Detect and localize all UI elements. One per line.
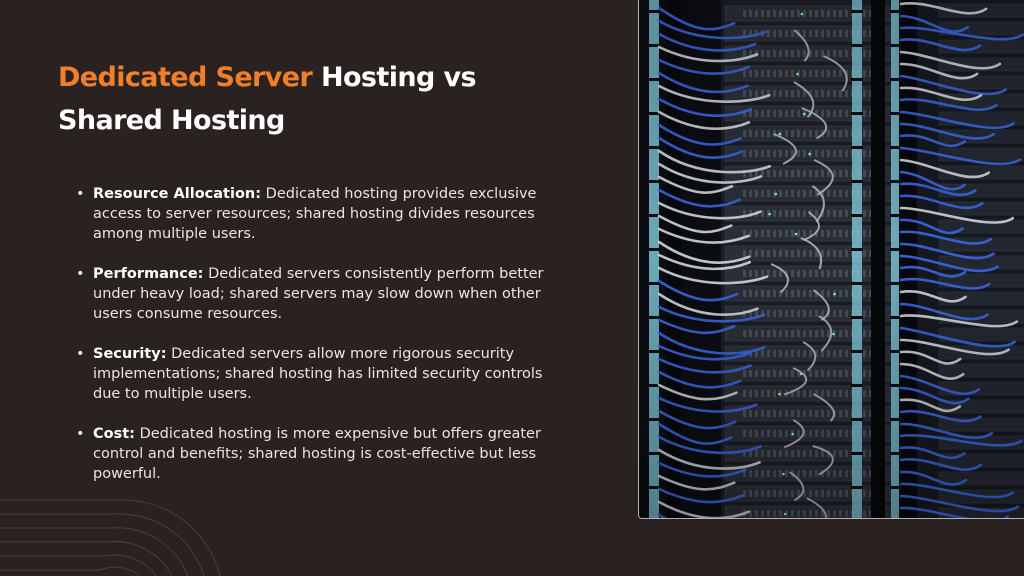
title-rest: Hosting vs Shared Hosting <box>58 62 477 136</box>
decorative-arcs <box>0 499 221 576</box>
server-rack-photo <box>638 0 1024 519</box>
bullet-item-performance: • Performance: Dedicated servers consiste… <box>76 264 556 324</box>
bullet-item-security: • Security: Dedicated servers allow more … <box>76 344 556 404</box>
bullet-dot: • <box>76 266 85 282</box>
bullet-term: Resource Allocation: <box>93 186 262 202</box>
bullet-text: Dedicated servers consistently perform b… <box>93 266 544 322</box>
bullet-text: Dedicated hosting provides exclusive acc… <box>93 186 537 242</box>
title-accent: Dedicated Server <box>58 62 313 93</box>
bullet-item-resource-allocation: • Resource Allocation: Dedicated hosting … <box>76 184 556 244</box>
photo-vignette <box>639 0 1024 518</box>
bullet-list: • Resource Allocation: Dedicated hosting … <box>76 184 556 504</box>
bullet-item-cost: • Cost: Dedicated hosting is more expensi… <box>76 424 556 484</box>
server-rack-illustration <box>639 0 1024 518</box>
bullet-term: Performance: <box>93 266 204 282</box>
bullet-term: Cost: <box>93 426 135 442</box>
bullet-dot: • <box>76 186 85 202</box>
bullet-text: Dedicated servers allow more rigorous se… <box>93 346 543 402</box>
bullet-term: Security: <box>93 346 167 362</box>
bullet-text: Dedicated hosting is more expensive but … <box>93 426 541 482</box>
slide-title: Dedicated Server Hosting vs Shared Hosti… <box>58 56 578 142</box>
bullet-dot: • <box>76 346 85 362</box>
bullet-dot: • <box>76 426 85 442</box>
